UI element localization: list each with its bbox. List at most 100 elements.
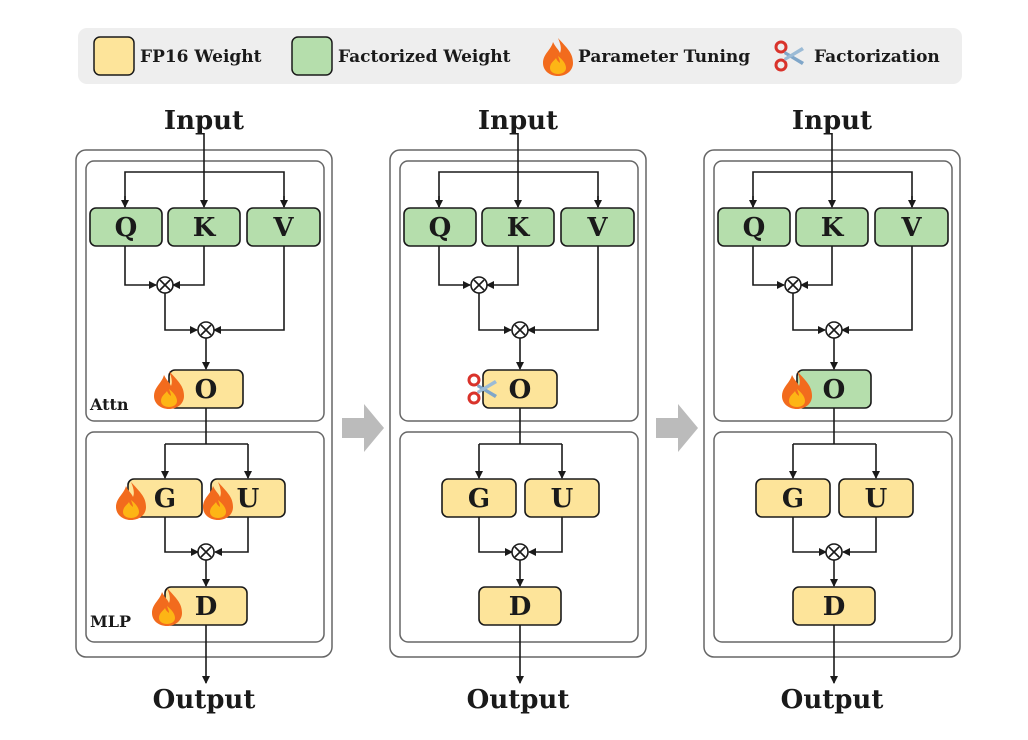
g-box: G [755, 478, 831, 518]
attn-multiply [511, 321, 529, 339]
v-box-label: V [272, 213, 294, 243]
transition-arrow-1 [342, 404, 384, 452]
output-label: Output [781, 685, 884, 715]
u-box-label: U [551, 484, 574, 514]
u-to-mult-arrow [214, 517, 249, 556]
mlp-multiply [197, 543, 215, 561]
v-box-label: V [586, 213, 608, 243]
o-box: O [796, 369, 872, 409]
k-to-mult-arrow [800, 246, 833, 289]
mlp-block-frame [85, 431, 325, 643]
qk-to-mult-arrow [164, 293, 198, 334]
k-to-mult-arrow [486, 246, 519, 289]
qk-multiply [470, 276, 488, 294]
qk-multiply [784, 276, 802, 294]
v-box: V [560, 207, 635, 247]
qk-to-mult-arrow [478, 293, 512, 334]
input-label: Input [164, 106, 244, 136]
o-box: O [482, 369, 558, 409]
q-box-label: Q [743, 213, 766, 243]
q-box-rect [717, 207, 791, 247]
g-box-label: G [782, 484, 804, 514]
u-box-label: U [865, 484, 888, 514]
g-box-label: G [154, 484, 176, 514]
k-box-label: K [507, 213, 531, 243]
g-box-label: G [468, 484, 490, 514]
u-to-mult-arrow [528, 517, 563, 556]
attn-block-frame [399, 160, 639, 422]
legend: FP16 Weight Factorized Weight Parameter … [78, 28, 962, 84]
input-split-line [752, 171, 913, 207]
k-box-label: K [193, 213, 217, 243]
legend-fp16-swatch [93, 36, 135, 76]
g-to-mult-arrow [792, 517, 827, 556]
k-box-label: K [821, 213, 845, 243]
input-split-line [438, 171, 599, 207]
q-box: Q [89, 207, 163, 247]
o-box-label: O [823, 375, 846, 405]
u-box: U [838, 478, 914, 518]
v-box-label: V [900, 213, 922, 243]
attn-block-frame [713, 160, 953, 422]
q-box-label: Q [429, 213, 452, 243]
transition-arrow-2 [656, 404, 698, 452]
attn-multiply [197, 321, 215, 339]
q-to-mult-arrow [124, 246, 157, 289]
q-box-rect [403, 207, 477, 247]
k-box: K [167, 207, 241, 247]
q-box-rect [89, 207, 163, 247]
o-box: O [168, 369, 244, 409]
g-to-mult-arrow [478, 517, 513, 556]
mlp-multiply [511, 543, 529, 561]
attn-block-frame [85, 160, 325, 422]
o-box-label: O [509, 375, 532, 405]
k-box: K [795, 207, 869, 247]
q-to-mult-arrow [438, 246, 471, 289]
input-split-line [124, 171, 285, 207]
q-box-label: Q [115, 213, 138, 243]
legend-tuning-label: Parameter Tuning [578, 47, 750, 67]
v-box: V [874, 207, 949, 247]
legend-factorized-swatch [291, 36, 333, 76]
output-label: Output [153, 685, 256, 715]
q-to-mult-arrow [752, 246, 785, 289]
u-to-mult-arrow [842, 517, 877, 556]
g-to-mult-arrow [164, 517, 199, 556]
legend-fp16-label: FP16 Weight [140, 47, 262, 67]
mlp-block-frame [713, 431, 953, 643]
q-box: Q [717, 207, 791, 247]
qk-multiply [156, 276, 174, 294]
v-to-mult-arrow [527, 246, 599, 334]
v-box: V [246, 207, 321, 247]
g-box: G [127, 478, 203, 518]
mlp-multiply [825, 543, 843, 561]
v-to-mult-arrow [841, 246, 913, 334]
d-box-label: D [509, 592, 532, 622]
qk-to-mult-arrow [792, 293, 826, 334]
d-box-label: D [195, 592, 218, 622]
input-label: Input [478, 106, 558, 136]
attn-multiply [825, 321, 843, 339]
mlp-label: MLP [90, 612, 131, 631]
mlp-block-frame [399, 431, 639, 643]
output-label: Output [467, 685, 570, 715]
v-to-mult-arrow [213, 246, 285, 334]
o-box-label: O [195, 375, 218, 405]
q-box: Q [403, 207, 477, 247]
k-to-mult-arrow [172, 246, 205, 289]
input-label: Input [792, 106, 872, 136]
u-box: U [524, 478, 600, 518]
attn-label: Attn [89, 395, 129, 414]
d-box: D [792, 586, 876, 626]
legend-factorized-label: Factorized Weight [338, 47, 511, 67]
d-box: D [478, 586, 562, 626]
k-box: K [481, 207, 555, 247]
legend-factorization-label: Factorization [814, 47, 940, 67]
u-box-label: U [237, 484, 260, 514]
g-box: G [441, 478, 517, 518]
